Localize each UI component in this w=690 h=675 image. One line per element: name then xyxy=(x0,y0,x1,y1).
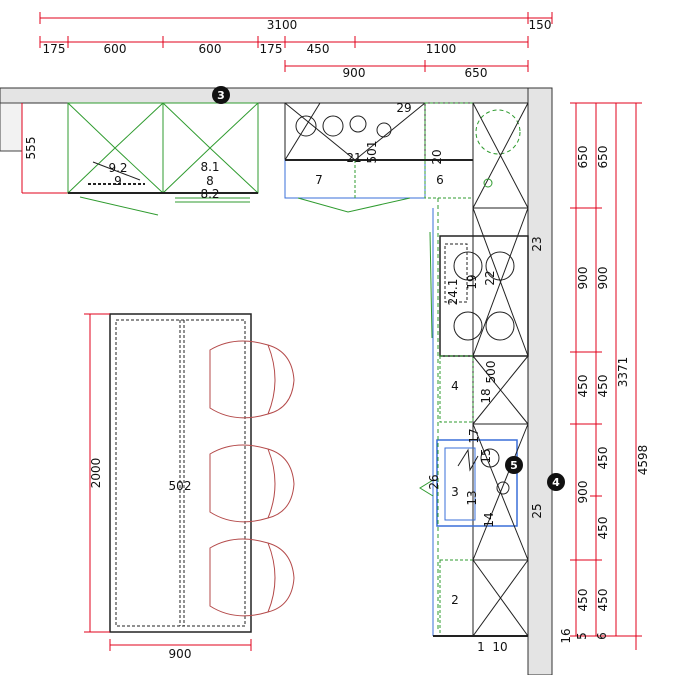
label-6: 6 xyxy=(436,173,444,187)
dim-600-b: 600 xyxy=(199,42,222,56)
dim-r1-16: 16 xyxy=(559,628,573,643)
label-501: 501 xyxy=(365,141,379,164)
dim-r1-450: 450 xyxy=(576,375,590,398)
dim-175-right: 175 xyxy=(260,42,283,56)
label-4: 4 xyxy=(451,379,459,393)
marker-4 xyxy=(547,473,565,491)
island-length-dim: 2000 xyxy=(89,458,103,489)
stools xyxy=(209,340,295,617)
label-500: 500 xyxy=(484,361,498,384)
label-26: 26 xyxy=(427,474,441,489)
label-19: 19 xyxy=(465,274,479,289)
dim-600-a: 600 xyxy=(104,42,127,56)
label-15: 15 xyxy=(479,448,493,463)
dim-r2-450b: 450 xyxy=(596,447,610,470)
label-13: 13 xyxy=(465,490,479,505)
label-2: 2 xyxy=(451,593,459,607)
island-label: 502 xyxy=(169,479,192,493)
dim-r2-650: 650 xyxy=(596,146,610,169)
dim-r3-6: 6 xyxy=(595,632,609,640)
dim-175-left: 175 xyxy=(43,42,66,56)
dim-r1-900: 900 xyxy=(576,267,590,290)
label-9-2: 9.2 xyxy=(108,161,127,175)
label-20: 20 xyxy=(430,149,444,164)
label-22: 22 xyxy=(483,270,497,285)
dim-650-top: 650 xyxy=(465,66,488,80)
label-9: 9 xyxy=(114,174,122,188)
dim-total-width: 3100 xyxy=(267,18,298,32)
dim-r2-900: 900 xyxy=(596,267,610,290)
dim-r2-450a: 450 xyxy=(596,375,610,398)
label-25: 25 xyxy=(530,503,544,518)
dim-1100: 1100 xyxy=(426,42,457,56)
corner-cabinet xyxy=(472,102,529,209)
dim-r1-900b: 900 xyxy=(576,481,590,504)
sink-unit xyxy=(436,439,518,527)
top-dimensions xyxy=(39,12,553,72)
label-24-1: 24.1 xyxy=(446,279,460,306)
label-7: 7 xyxy=(315,173,323,187)
dim-corner-width: 150 xyxy=(529,18,552,32)
marker-4-label: 4 xyxy=(552,476,560,489)
stool-1 xyxy=(209,340,295,419)
marker-5-label: 5 xyxy=(510,459,518,472)
top-wall xyxy=(0,87,553,104)
label-3: 3 xyxy=(451,485,459,499)
marker-3 xyxy=(212,86,230,104)
dim-450: 450 xyxy=(307,42,330,56)
right-dimensions xyxy=(570,102,642,650)
marker-5 xyxy=(505,456,523,474)
label-29: 29 xyxy=(396,101,411,115)
island-width-dim: 900 xyxy=(169,647,192,661)
top-middle-cabinets: 29 21 501 7 20 6 xyxy=(284,101,474,213)
dim-4598: 4598 xyxy=(636,445,650,476)
label-10: 10 xyxy=(492,640,507,654)
dim-r2-450c: 450 xyxy=(596,517,610,540)
right-wall xyxy=(527,87,553,675)
right-run-cabinets: 23 24.1 19 22 500 18 4 17 26 3 15 13 14 … xyxy=(419,198,544,654)
dim-555: 555 xyxy=(24,137,38,160)
right-dimension-labels: 650 900 450 900 450 16 650 900 450 450 4… xyxy=(559,146,650,644)
stool-3 xyxy=(209,538,295,617)
label-14: 14 xyxy=(482,512,496,527)
dim-3371: 3371 xyxy=(616,357,630,388)
markers: 3 4 5 xyxy=(212,86,565,491)
label-18: 18 xyxy=(479,388,493,403)
label-1: 1 xyxy=(477,640,485,654)
dim-900-top: 900 xyxy=(343,66,366,80)
label-17: 17 xyxy=(467,428,481,443)
dim-r1-450b: 450 xyxy=(576,589,590,612)
label-8-2: 8.2 xyxy=(200,187,219,201)
label-23: 23 xyxy=(530,236,544,251)
top-left-cabinets: 9.2 9 8.1 8 8.2 xyxy=(67,102,259,216)
left-dimension: 555 xyxy=(21,103,68,194)
marker-3-label: 3 xyxy=(217,89,225,102)
dim-r2-450d: 450 xyxy=(596,589,610,612)
dim-r2-5: 5 xyxy=(575,632,589,640)
left-wall-stub xyxy=(0,102,23,152)
cabinet-4 xyxy=(439,355,474,423)
stool-2 xyxy=(209,444,295,523)
top-dimension-labels: 3100 150 175 600 600 175 450 1100 900 65… xyxy=(43,18,552,80)
dim-r1-650: 650 xyxy=(576,146,590,169)
island-body xyxy=(109,313,252,633)
island: 502 2000 900 xyxy=(84,313,252,661)
label-8-1: 8.1 xyxy=(200,160,219,174)
walls xyxy=(0,87,553,675)
label-8: 8 xyxy=(206,174,214,188)
label-21: 21 xyxy=(346,151,361,165)
